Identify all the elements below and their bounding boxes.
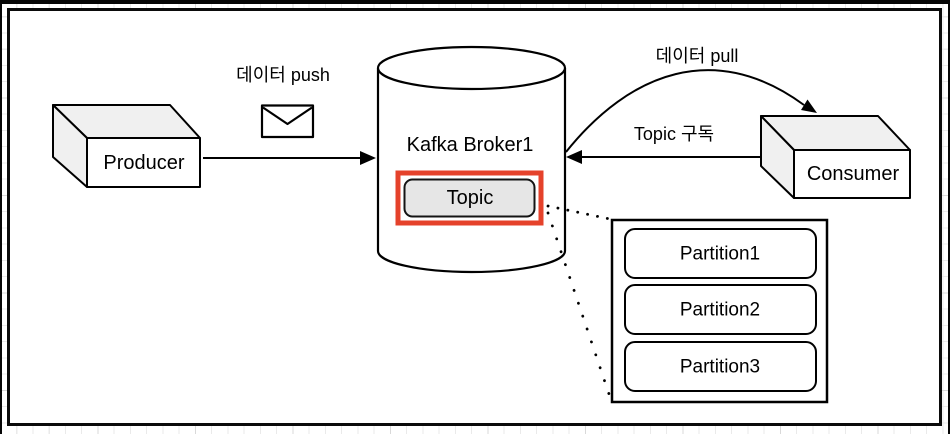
envelope-icon (260, 104, 315, 139)
subscribe-edge-label: Topic 구독 (633, 124, 715, 144)
partition1-box (624, 228, 817, 279)
push-arrow (203, 151, 376, 165)
subscribe-arrow (566, 150, 762, 164)
consumer-label: Consumer (806, 163, 900, 185)
topic-node (395, 170, 544, 226)
topic-partition-dotted-links (546, 204, 612, 399)
pull-arrow (565, 69, 817, 153)
partition-container (610, 218, 829, 404)
partition3-label: Partition3 (679, 356, 761, 378)
partition1-label: Partition1 (679, 243, 761, 265)
screen-edge-left (0, 0, 2, 434)
kafka-broker-cylinder (376, 45, 567, 274)
screen-edge-right (948, 0, 950, 434)
producer-label: Producer (103, 152, 185, 174)
screen-edge-top (0, 0, 950, 4)
dotted-link-top (546, 204, 612, 221)
producer-node (52, 104, 201, 188)
push-edge-label: 데이터 push (236, 65, 330, 85)
partition2-label: Partition2 (679, 299, 761, 321)
partition2-box (624, 284, 817, 335)
consumer-node (760, 115, 911, 199)
partition3-box (624, 341, 817, 392)
pull-edge-label: 데이터 pull (655, 46, 739, 66)
dotted-link-bottom (546, 211, 612, 399)
broker-label: Kafka Broker1 (406, 134, 534, 156)
topic-label: Topic (446, 187, 494, 209)
